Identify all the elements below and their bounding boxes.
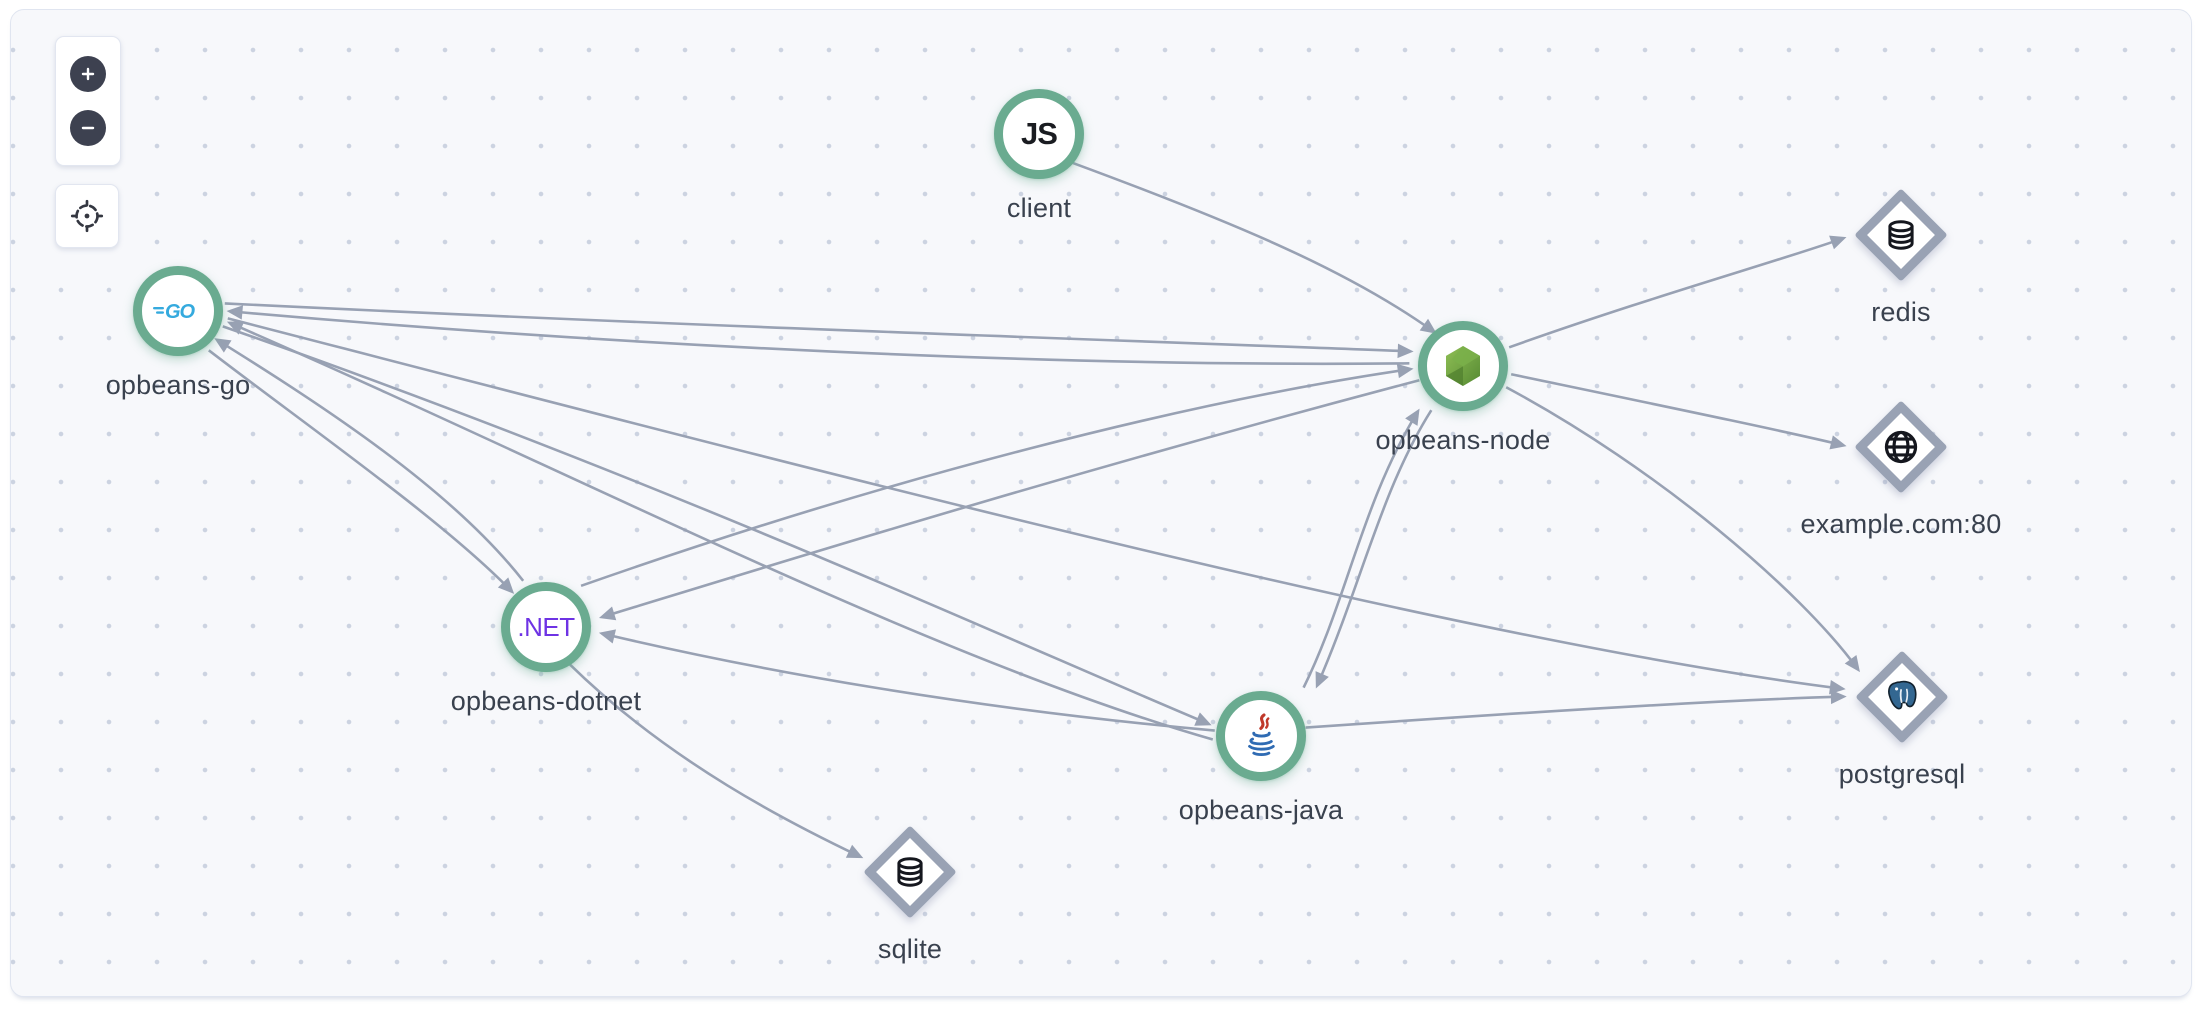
go-logo: GO bbox=[153, 301, 197, 323]
database-icon bbox=[1883, 217, 1919, 253]
node-label-redis: redis bbox=[1871, 297, 1931, 327]
dependency-node-postgresql[interactable] bbox=[1855, 650, 1949, 744]
edge-opbeans-java->opbeans-dotnet bbox=[598, 629, 1215, 732]
node-label-client: client bbox=[1006, 193, 1072, 223]
service-node-opbeans-go[interactable]: GO bbox=[133, 266, 223, 356]
database-icon bbox=[897, 857, 923, 887]
node-label-opbeans-dotnet: opbeans-dotnet bbox=[450, 686, 642, 716]
crosshair-icon bbox=[70, 199, 104, 233]
service-map-canvas[interactable]: JS client GO opbeans-go opbeans-node .NET o… bbox=[10, 9, 2192, 997]
edge-opbeans-go->opbeans-java bbox=[222, 325, 1212, 726]
node-label-sqlite: sqlite bbox=[877, 934, 943, 964]
dotnet-logo: .NET bbox=[517, 611, 575, 642]
dotnet-logo: .NET bbox=[517, 611, 575, 643]
node-label-opbeans-java: opbeans-java bbox=[1178, 795, 1344, 825]
node-label-opbeans-go: opbeans-go bbox=[105, 370, 251, 400]
service-node-opbeans-dotnet[interactable]: .NET bbox=[501, 582, 591, 672]
edge-client->opbeans-node bbox=[1071, 161, 1437, 334]
edge-opbeans-dotnet->opbeans-node bbox=[580, 363, 1414, 588]
zoom-out-button[interactable] bbox=[70, 110, 106, 147]
globe-icon bbox=[1884, 430, 1918, 464]
edge-opbeans-dotnet->sqlite bbox=[568, 662, 864, 859]
svg-text:GO: GO bbox=[165, 301, 196, 323]
node-label-opbeans-node: opbeans-node bbox=[1375, 425, 1551, 455]
edge-opbeans-go->opbeans-dotnet bbox=[208, 349, 515, 594]
zoom-in-button[interactable] bbox=[70, 55, 106, 92]
edge-opbeans-node->redis bbox=[1508, 235, 1847, 349]
dependency-node-redis[interactable] bbox=[1854, 188, 1948, 282]
service-node-opbeans-java[interactable] bbox=[1216, 691, 1306, 781]
edge-opbeans-go->opbeans-node bbox=[224, 302, 1414, 359]
edge-opbeans-node->opbeans-go bbox=[226, 305, 1410, 366]
edge-opbeans-node->opbeans-java bbox=[1315, 409, 1433, 689]
js-logo: JS bbox=[1021, 116, 1058, 152]
edge-opbeans-dotnet->opbeans-go bbox=[214, 338, 525, 582]
zoom-panel bbox=[55, 36, 121, 166]
edge-opbeans-node->opbeans-dotnet bbox=[598, 378, 1420, 621]
minus-icon bbox=[81, 127, 95, 130]
js-logo: JS bbox=[1021, 116, 1058, 151]
edge-opbeans-node->postgresql bbox=[1505, 386, 1860, 673]
node-label-postgresql: postgresql bbox=[1838, 759, 1966, 789]
edge-opbeans-node->example.com:80 bbox=[1510, 372, 1847, 450]
go-logo: GO bbox=[152, 298, 204, 324]
nodejs-logo bbox=[1443, 344, 1483, 388]
globe-icon bbox=[1882, 428, 1920, 466]
edge-opbeans-java->postgresql bbox=[1305, 689, 1847, 729]
postgresql-logo bbox=[1888, 680, 1917, 710]
plus-icon bbox=[81, 67, 95, 80]
dependency-node-sqlite[interactable] bbox=[863, 825, 957, 919]
edges-layer bbox=[208, 161, 1860, 859]
dependency-node-example.com:80[interactable] bbox=[1854, 400, 1948, 494]
center-map-button[interactable] bbox=[55, 184, 119, 248]
database-icon bbox=[1888, 220, 1914, 250]
edge-opbeans-go->postgresql bbox=[227, 317, 1846, 695]
service-node-client[interactable]: JS bbox=[994, 89, 1084, 179]
service-node-opbeans-node[interactable] bbox=[1418, 321, 1508, 411]
postgresql-logo bbox=[1884, 679, 1920, 715]
database-icon bbox=[892, 854, 928, 890]
node-label-example.com:80: example.com:80 bbox=[1800, 509, 2002, 539]
nodejs-logo bbox=[1446, 346, 1480, 386]
edge-opbeans-java->opbeans-go bbox=[226, 321, 1214, 741]
java-logo bbox=[1241, 713, 1281, 759]
edge-opbeans-java->opbeans-node bbox=[1302, 408, 1420, 689]
java-logo bbox=[1248, 713, 1275, 756]
